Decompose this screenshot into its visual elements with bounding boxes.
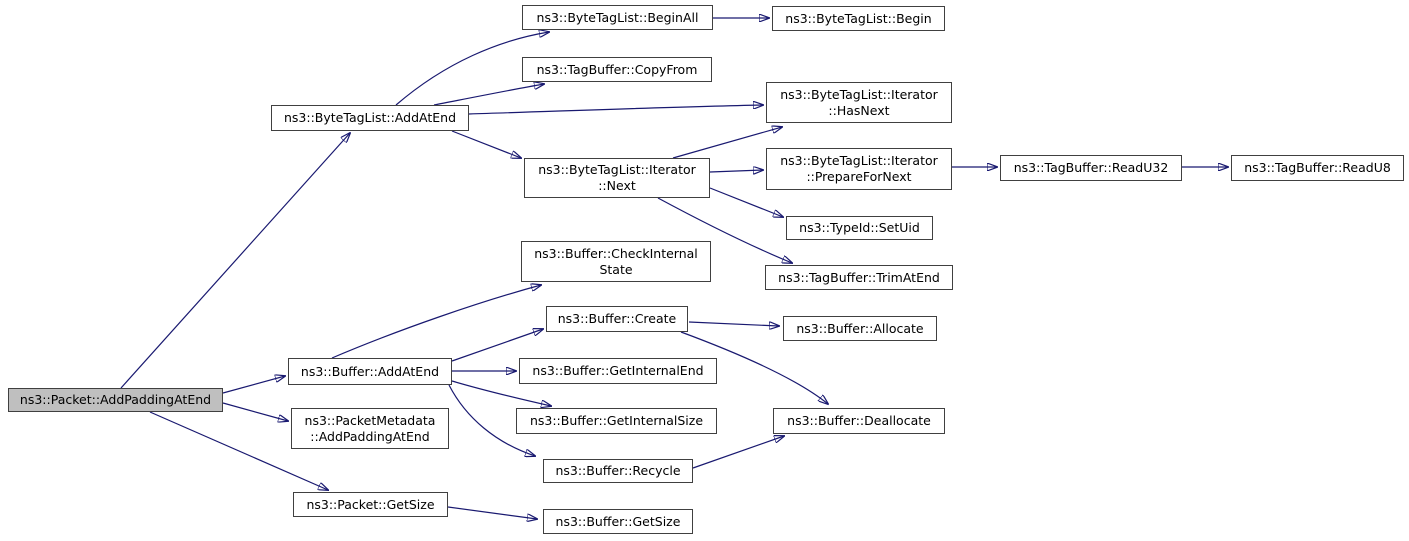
node-buffer-getsize[interactable]: ns3::Buffer::GetSize	[543, 509, 693, 534]
edge-buffer-create-to-buffer-allocate	[688, 321, 779, 326]
edge-packet-addpadding-to-packetmetadata-addpadding	[222, 402, 288, 421]
edge-packet-addpadding-to-bytetaglist-addatend	[120, 133, 350, 389]
node-bytetaglist-addatend[interactable]: ns3::ByteTagList::AddAtEnd	[271, 105, 469, 131]
node-bytetaglist-iterator-next[interactable]: ns3::ByteTagList::Iterator ::Next	[524, 158, 710, 198]
edge-iterator-next-to-iterator-preparefornext	[709, 170, 763, 172]
node-packet-addpaddingatend[interactable]: ns3::Packet::AddPaddingAtEnd	[8, 388, 223, 412]
node-buffer-recycle[interactable]: ns3::Buffer::Recycle	[543, 459, 693, 483]
edge-buffer-addatend-to-buffer-checkinternalstate	[331, 285, 541, 359]
node-packet-getsize[interactable]: ns3::Packet::GetSize	[293, 492, 448, 517]
edge-iterator-next-to-typeid-setuid	[709, 187, 783, 217]
edge-bytetaglist-addatend-to-iterator-next	[451, 130, 521, 158]
node-buffer-create[interactable]: ns3::Buffer::Create	[546, 306, 688, 332]
node-buffer-checkinternalstate[interactable]: ns3::Buffer::CheckInternal State	[521, 241, 711, 282]
edge-bytetaglist-addatend-to-bytetaglist-beginall	[395, 32, 549, 106]
edge-buffer-recycle-to-buffer-deallocate	[692, 436, 784, 469]
node-buffer-allocate[interactable]: ns3::Buffer::Allocate	[783, 316, 937, 341]
node-tagbuffer-readu8[interactable]: ns3::TagBuffer::ReadU8	[1231, 155, 1404, 181]
node-buffer-deallocate[interactable]: ns3::Buffer::Deallocate	[773, 408, 945, 434]
edge-buffer-addatend-to-buffer-create	[451, 329, 543, 362]
node-tagbuffer-trimatend[interactable]: ns3::TagBuffer::TrimAtEnd	[765, 265, 953, 290]
edge-bytetaglist-addatend-to-iterator-hasnext	[468, 105, 763, 115]
node-bytetaglist-begin[interactable]: ns3::ByteTagList::Begin	[772, 6, 945, 31]
node-buffer-getinternalsize[interactable]: ns3::Buffer::GetInternalSize	[516, 408, 717, 434]
node-bytetaglist-iterator-preparefornext[interactable]: ns3::ByteTagList::Iterator ::PrepareForN…	[766, 148, 952, 190]
node-tagbuffer-readu32[interactable]: ns3::TagBuffer::ReadU32	[1000, 155, 1182, 181]
edge-bytetaglist-addatend-to-tagbuffer-copyfrom	[433, 84, 544, 106]
edge-buffer-addatend-to-buffer-getinternalsize	[451, 380, 551, 406]
edge-iterator-next-to-tagbuffer-trimatend	[657, 197, 792, 263]
node-bytetaglist-beginall[interactable]: ns3::ByteTagList::BeginAll	[522, 5, 713, 30]
node-typeid-setuid[interactable]: ns3::TypeId::SetUid	[786, 216, 933, 240]
edge-iterator-next-to-iterator-hasnext	[672, 127, 782, 159]
node-bytetaglist-iterator-hasnext[interactable]: ns3::ByteTagList::Iterator ::HasNext	[766, 82, 952, 123]
node-buffer-getinternalend[interactable]: ns3::Buffer::GetInternalEnd	[519, 358, 717, 384]
node-buffer-addatend[interactable]: ns3::Buffer::AddAtEnd	[288, 358, 452, 385]
node-packetmetadata-addpaddingatend[interactable]: ns3::PacketMetadata ::AddPaddingAtEnd	[291, 408, 449, 449]
edge-buffer-addatend-to-buffer-recycle	[448, 384, 535, 456]
edge-packet-addpadding-to-buffer-addatend	[222, 376, 285, 394]
node-tagbuffer-copyfrom[interactable]: ns3::TagBuffer::CopyFrom	[522, 57, 712, 82]
edge-buffer-create-to-buffer-deallocate	[680, 331, 828, 404]
edge-packet-addpadding-to-packet-getsize	[149, 411, 328, 490]
edge-packet-getsize-to-buffer-getsize	[447, 506, 537, 519]
